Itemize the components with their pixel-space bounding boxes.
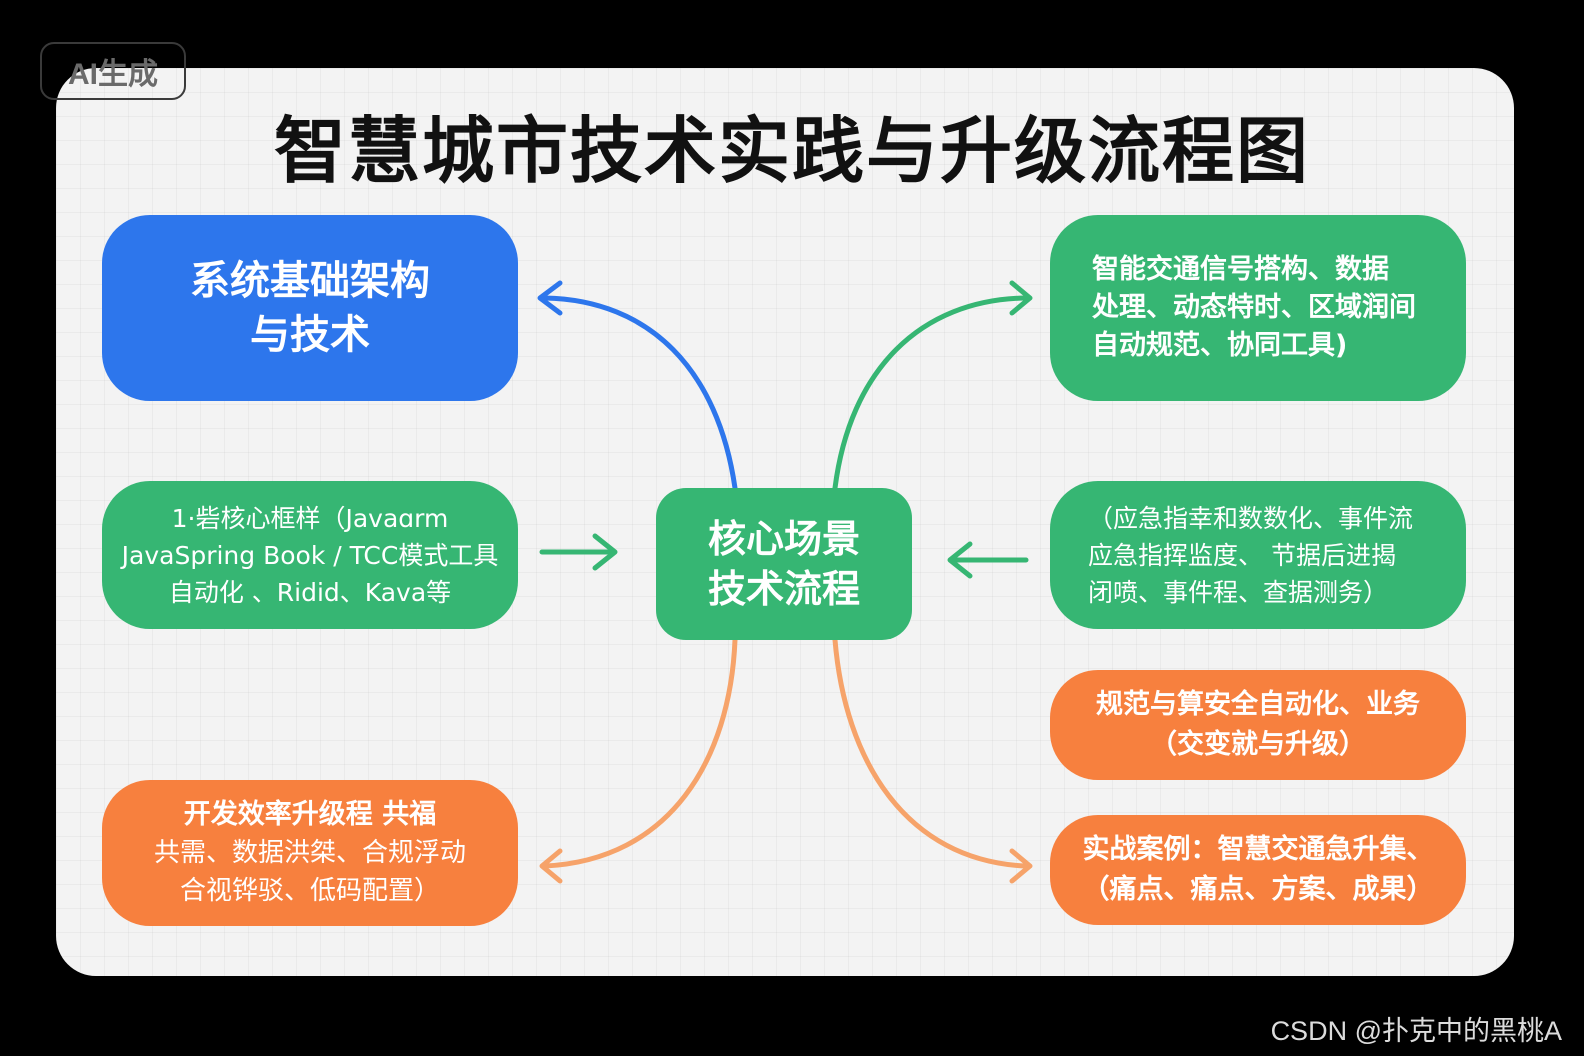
connector-foundation <box>542 295 738 491</box>
center-line: 技术流程 <box>707 567 860 611</box>
center-line: 核心场景 <box>707 517 860 561</box>
node-line: 处理、动态特时、区域润间 <box>1092 292 1416 323</box>
diagram-title: 智慧城市技术实践与升级流程图 <box>273 109 1310 193</box>
node-line: 智能交通信号搭构、数据 <box>1092 254 1389 285</box>
connector-efficiency <box>542 637 738 869</box>
node-line: 规范与算安全自动化、业务 <box>1096 689 1420 720</box>
node-line: 自动化 、Ridid、Kava等 <box>168 577 452 607</box>
connector-cases <box>832 637 1028 869</box>
arrowhead-framework <box>592 533 618 571</box>
node-security-automation: 规范与算安全自动化、业务 （交变就与升级） <box>1050 670 1466 780</box>
node-line: 应急指挥监度、 节据后进揭 <box>1088 540 1396 570</box>
arrowhead-cases <box>1009 848 1033 884</box>
node-line: 系统基础架构 <box>190 258 430 304</box>
node-line: 合视铧驳、低码配置） <box>179 876 440 906</box>
csdn-watermark: CSDN @扑克中的黑桃A <box>1270 1016 1562 1046</box>
node-line: 1·砦核心框样（Javaɑrm <box>171 503 449 533</box>
node-emergency: （应急指幸和数数化、事件流 应急指挥监度、 节据后进揭 闭喷、事件程、查据测务） <box>1050 481 1466 629</box>
node-center-core-scenario: 核心场景 技术流程 <box>656 488 912 640</box>
node-line: 闭喷、事件程、查据测务） <box>1088 577 1389 607</box>
node-line: （应急指幸和数数化、事件流 <box>1088 503 1414 533</box>
node-case-studies: 实战案例：智慧交通急升集、 （痛点、痛点、方案、成果） <box>1050 815 1466 925</box>
node-line: 自动规范、协同工具) <box>1092 330 1348 361</box>
node-line: 与技术 <box>250 312 370 358</box>
node-line: （交变就与升级） <box>1150 729 1366 760</box>
node-line: JavaSpring Book / TCC模式工具 <box>121 540 499 570</box>
node-line: （痛点、痛点、方案、成果） <box>1082 874 1434 905</box>
node-core-framework: 1·砦核心框样（Javaɑrm JavaSpring Book / TCC模式工… <box>102 481 518 629</box>
node-line: 开发效率升级程 共福 <box>183 799 437 830</box>
arrowhead-emergency <box>947 541 973 579</box>
node-system-foundation: 系统基础架构 与技术 <box>102 215 518 401</box>
connector-traffic <box>832 295 1028 491</box>
ai-generated-badge: AI生成 <box>40 42 186 100</box>
node-line: 实战案例：智慧交通急升集、 <box>1082 834 1434 865</box>
node-smart-traffic: 智能交通信号搭构、数据 处理、动态特时、区域润间 自动规范、协同工具) <box>1050 215 1466 401</box>
arrowhead-efficiency <box>539 848 563 884</box>
arrowhead-traffic <box>1009 280 1033 316</box>
arrowhead-foundation <box>537 280 563 316</box>
node-dev-efficiency: 开发效率升级程 共福 共需、数据洪桀、合规浮动 合视铧驳、低码配置） <box>102 780 518 926</box>
node-line: 共需、数据洪桀、合规浮动 <box>153 838 466 868</box>
